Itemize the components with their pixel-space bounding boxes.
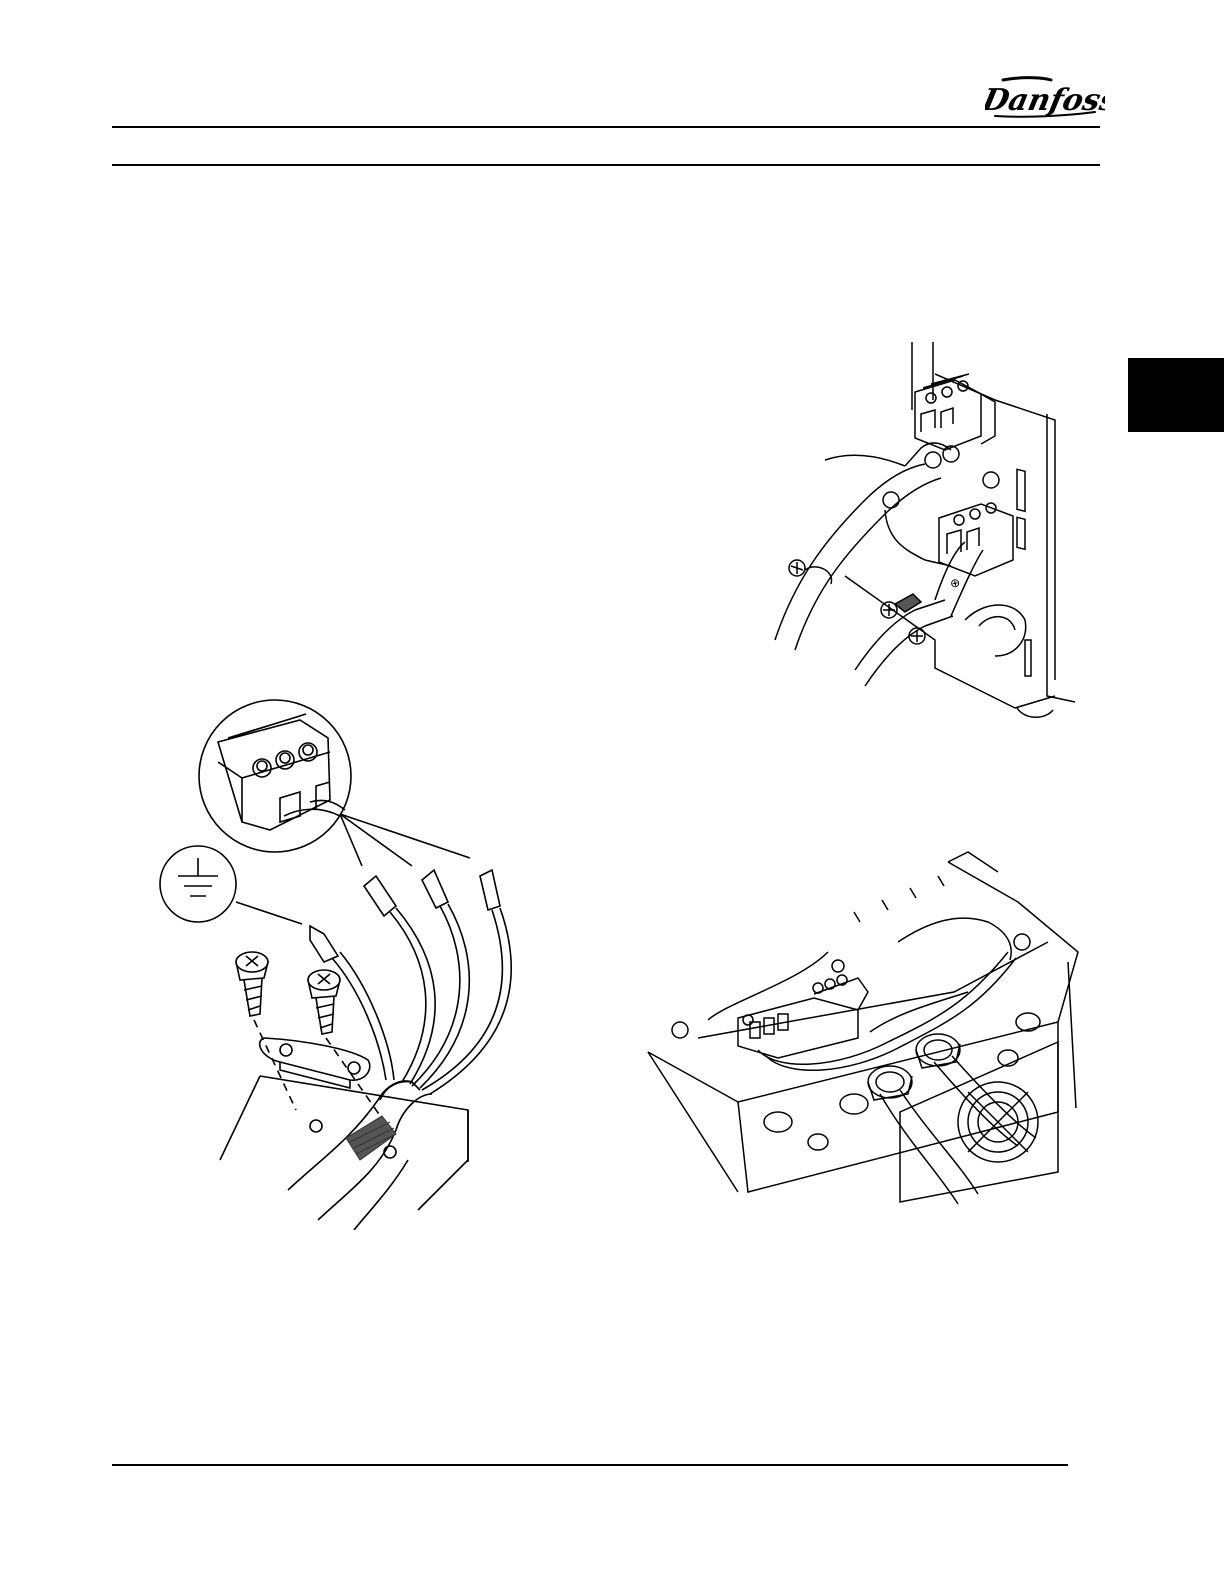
header-rule-bottom: [112, 164, 1100, 166]
ground-symbol-icon: [160, 846, 236, 922]
figure-terminal-box-cable-glands: [638, 842, 1088, 1212]
braided-shield: [346, 1116, 396, 1160]
terminal-connector-icon: [738, 975, 868, 1058]
figure-motor-terminal-wiring: [150, 690, 530, 1230]
connector-zoom-circle: [199, 700, 351, 852]
danfoss-logo-mark: Danfoss: [985, 72, 1105, 124]
svg-text:⊕: ⊕: [949, 575, 962, 591]
screw-icon: [308, 970, 340, 1034]
figure-cable-screen-grounding: ⊕: [755, 340, 1085, 730]
header-rule-top: [112, 126, 1100, 128]
cable-gland-icon: [868, 1034, 960, 1100]
screw-icon: [236, 952, 268, 1016]
terminal-box-outline: [648, 862, 1078, 1102]
cable-clamp-icon: [260, 1038, 370, 1088]
danfoss-logo: Danfoss: [985, 72, 1105, 124]
terminal-connector-icon: [218, 714, 345, 830]
chapter-tab-marker: [1128, 358, 1224, 432]
ground-pointer: [236, 902, 302, 924]
ground-screw-icon: [883, 446, 999, 508]
footer-rule: [112, 1464, 1068, 1466]
terminal-connector-icon: [915, 374, 995, 450]
